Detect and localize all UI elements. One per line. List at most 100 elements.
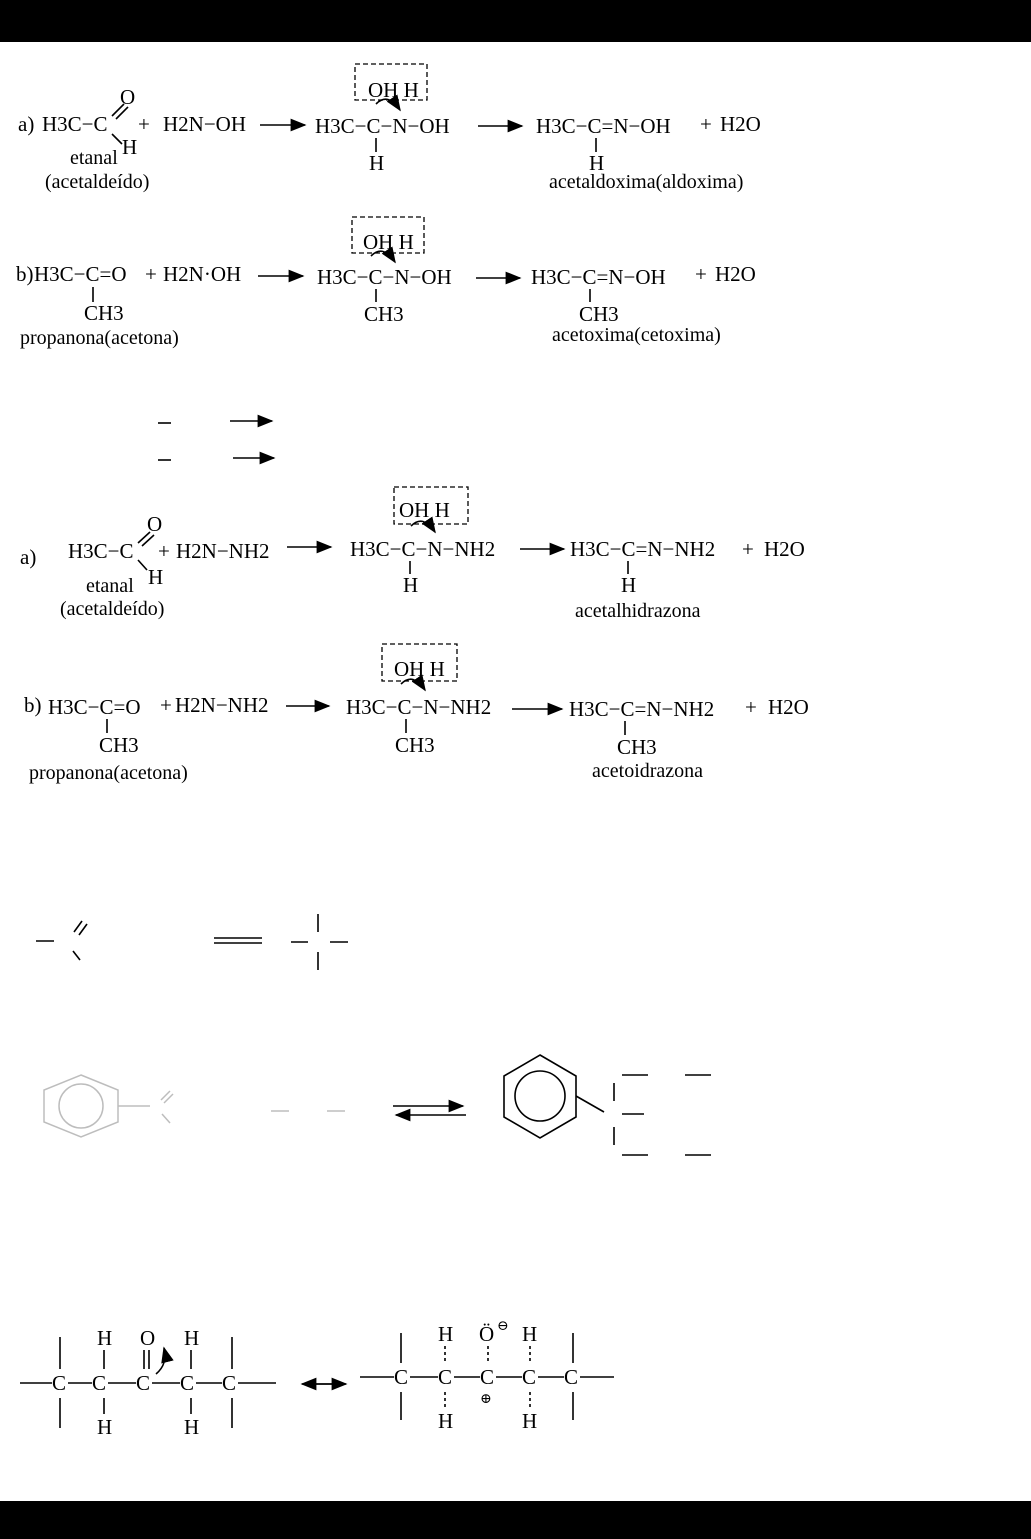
a2-product: H3C−C=N−NH2	[570, 537, 715, 561]
b2-reactant-sub: CH3	[99, 733, 139, 757]
b1-box-text: OH H	[363, 230, 414, 254]
b2-water: H2O	[768, 695, 809, 719]
a1-double-bond-2	[115, 106, 129, 120]
left-single	[161, 1113, 171, 1124]
scheme-b2: b) H3C−C=O CH3 + H2N−NH2 OH H H3C−C−N−NH…	[24, 643, 809, 784]
b2-box-text: OH H	[394, 657, 445, 681]
res-right-minus: ⊖	[497, 1319, 509, 1334]
res-left-C2: C	[92, 1371, 106, 1395]
a2-double-bond	[137, 531, 151, 544]
a2-bond-H	[137, 559, 148, 571]
a2-water: H2O	[764, 537, 805, 561]
res-right-O: Ö	[479, 1322, 494, 1346]
res-left-C1: C	[52, 1371, 66, 1395]
res-right-H-bottom-2: H	[522, 1409, 537, 1433]
a1-product-name: acetaldoxima(aldoxima)	[549, 171, 743, 193]
b1-intermediate: H3C−C−N−OH	[317, 265, 452, 289]
res-left-H-bottom-2: H	[184, 1415, 199, 1439]
a2-name: etanal	[86, 575, 134, 597]
res-left-C4: C	[180, 1371, 194, 1395]
res-left-curved-arrow	[155, 1346, 174, 1375]
b2-reagent: H2N−NH2	[175, 693, 269, 717]
b2-label: b)	[24, 693, 42, 717]
a2-reactant-oxygen: O	[147, 512, 162, 536]
b2-curved-arrow	[400, 674, 426, 692]
benzene-circle-right	[514, 1070, 566, 1122]
b1-water: H2O	[715, 262, 756, 286]
left-double-2	[163, 1093, 174, 1104]
eq1-double-1	[73, 920, 83, 933]
a1-plus: +	[138, 112, 150, 136]
res-right-H-top-2: H	[522, 1322, 537, 1346]
res-right-plus: ⊕	[480, 1392, 492, 1407]
left-double-1	[160, 1090, 171, 1101]
a1-name: etanal	[70, 147, 118, 169]
a2-reactant: H3C−C	[68, 539, 134, 563]
res-left-O: O	[140, 1326, 155, 1350]
a2-product-name: acetalhidrazona	[575, 600, 701, 622]
a2-reactant-H: H	[148, 565, 163, 589]
a2-label: a)	[20, 545, 36, 569]
bottom-bar	[0, 1501, 1031, 1539]
a1-reagent: H2N−OH	[163, 112, 246, 136]
a2-curved-arrow	[410, 516, 436, 534]
right-substituent-bond	[575, 1095, 605, 1113]
a1-reactant-H: H	[122, 135, 137, 159]
res-right-C5: C	[564, 1365, 578, 1389]
b1-curved-arrow	[370, 246, 396, 264]
b1-reagent: H2N·OH	[163, 262, 241, 286]
res-right-C2: C	[438, 1365, 452, 1389]
a1-curved-arrow	[375, 94, 401, 112]
residual-equilibrium-1	[36, 914, 348, 970]
res-right-H-top-1: H	[438, 1322, 453, 1346]
b1-reactant-sub: CH3	[84, 301, 124, 325]
a1-inter-H: H	[369, 151, 384, 175]
res-right-C3: C	[480, 1365, 494, 1389]
res-left-C5: C	[222, 1371, 236, 1395]
benzene-circle-left	[58, 1083, 104, 1129]
benzene-equilibrium	[43, 1054, 711, 1156]
res-right-H-bottom-1: H	[438, 1409, 453, 1433]
b2-name: propanona(acetona)	[29, 762, 188, 784]
b1-reactant: H3C−C=O	[34, 262, 127, 286]
b2-inter-sub: CH3	[395, 733, 435, 757]
benzene-ring-right	[503, 1054, 577, 1139]
a2-double-bond-2	[141, 534, 155, 547]
a2-name-alt: (acetaldeído)	[60, 598, 164, 620]
scheme-a1: a) H3C−C O H + H2N−OH OH H H3C−C−N−OH H …	[18, 63, 761, 193]
eq1-double-2	[78, 923, 88, 936]
res-left-H-top-1: H	[97, 1326, 112, 1350]
a1-label: a)	[18, 112, 34, 136]
a1-product: H3C−C=N−OH	[536, 114, 671, 138]
b2-plus: +	[160, 693, 172, 717]
res-left-H-top-2: H	[184, 1326, 199, 1350]
b1-inter-sub: CH3	[364, 302, 404, 326]
scheme-b1: b) H3C−C=O CH3 + H2N·OH OH H H3C−C−N−OH …	[16, 216, 756, 349]
a1-double-bond	[111, 103, 125, 117]
res-right-C4: C	[522, 1365, 536, 1389]
scheme-a2: a) H3C−C O H + H2N−NH2 OH H H3C−C−N−NH2 …	[20, 486, 805, 622]
a2-plus-2: +	[742, 537, 754, 561]
b1-label: b)	[16, 262, 34, 286]
res-right-C1: C	[394, 1365, 408, 1389]
a1-water: H2O	[720, 112, 761, 136]
res-left-H-bottom-1: H	[97, 1415, 112, 1439]
a2-product-H: H	[621, 573, 636, 597]
b2-product-name: acetoidrazona	[592, 760, 703, 782]
b2-intermediate: H3C−C−N−NH2	[346, 695, 491, 719]
a1-reactant: H3C−C	[42, 112, 108, 136]
b2-plus-2: +	[745, 695, 757, 719]
eq1-single	[72, 950, 81, 961]
a2-intermediate: H3C−C−N−NH2	[350, 537, 495, 561]
top-bar	[0, 0, 1031, 42]
a1-intermediate: H3C−C−N−OH	[315, 114, 450, 138]
res-left-C3: C	[136, 1371, 150, 1395]
a2-reagent: H2N−NH2	[176, 539, 270, 563]
b1-plus-2: +	[695, 262, 707, 286]
a2-plus: +	[158, 539, 170, 563]
b1-product: H3C−C=N−OH	[531, 265, 666, 289]
a1-box-text: OH H	[368, 78, 419, 102]
residual-marks-1	[158, 414, 276, 465]
b2-reactant: H3C−C=O	[48, 695, 141, 719]
